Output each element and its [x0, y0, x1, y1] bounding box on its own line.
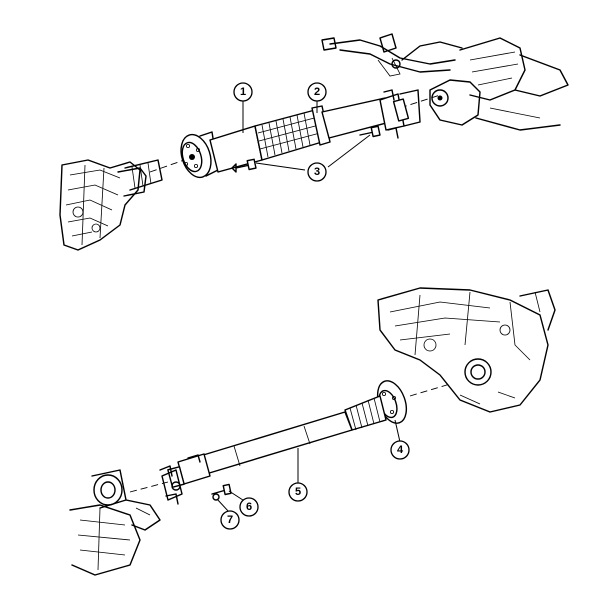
shaft-tube-bottom [199, 411, 353, 475]
callout-6-label: 6 [246, 501, 252, 513]
callout-7: 7 [220, 510, 240, 530]
rear-differential [321, 33, 569, 131]
front-shaft-assembly: 4 5 6 7 [69, 287, 556, 576]
front-ujoint [159, 453, 211, 505]
callout-2: 2 [307, 82, 327, 102]
flange-bolt-left [231, 158, 257, 173]
transmission-tailshaft [124, 159, 163, 191]
front-flange [180, 131, 219, 179]
flange-bolt-right [359, 125, 381, 138]
top-centerline-right [399, 94, 441, 109]
transmission-housing [59, 159, 147, 251]
bottom-centerline-right [409, 383, 451, 397]
callout-1: 1 [233, 82, 253, 102]
front-differential [69, 469, 161, 576]
leader-4 [394, 419, 401, 443]
leader-3b [327, 134, 371, 168]
callout-6: 6 [239, 497, 259, 517]
callout-7-label: 7 [227, 514, 233, 526]
callout-4: 4 [390, 440, 410, 460]
bottom-centerline-left [129, 481, 169, 493]
leader-7 [216, 498, 230, 513]
rear-shaft-assembly: 1 2 3 [59, 33, 569, 251]
ujoint-bolt [211, 483, 232, 501]
callout-5: 5 [288, 482, 308, 502]
callout-1-label: 1 [240, 86, 246, 98]
callout-2-label: 2 [314, 86, 320, 98]
rear-ujoint-top [379, 89, 421, 139]
transfer-case [377, 287, 556, 413]
leader-3a [255, 162, 306, 171]
cv-boot [344, 395, 387, 431]
callout-3: 3 [307, 162, 327, 182]
callout-3-label: 3 [314, 166, 320, 178]
callout-4-label: 4 [397, 444, 404, 456]
callout-5-label: 5 [295, 486, 301, 498]
